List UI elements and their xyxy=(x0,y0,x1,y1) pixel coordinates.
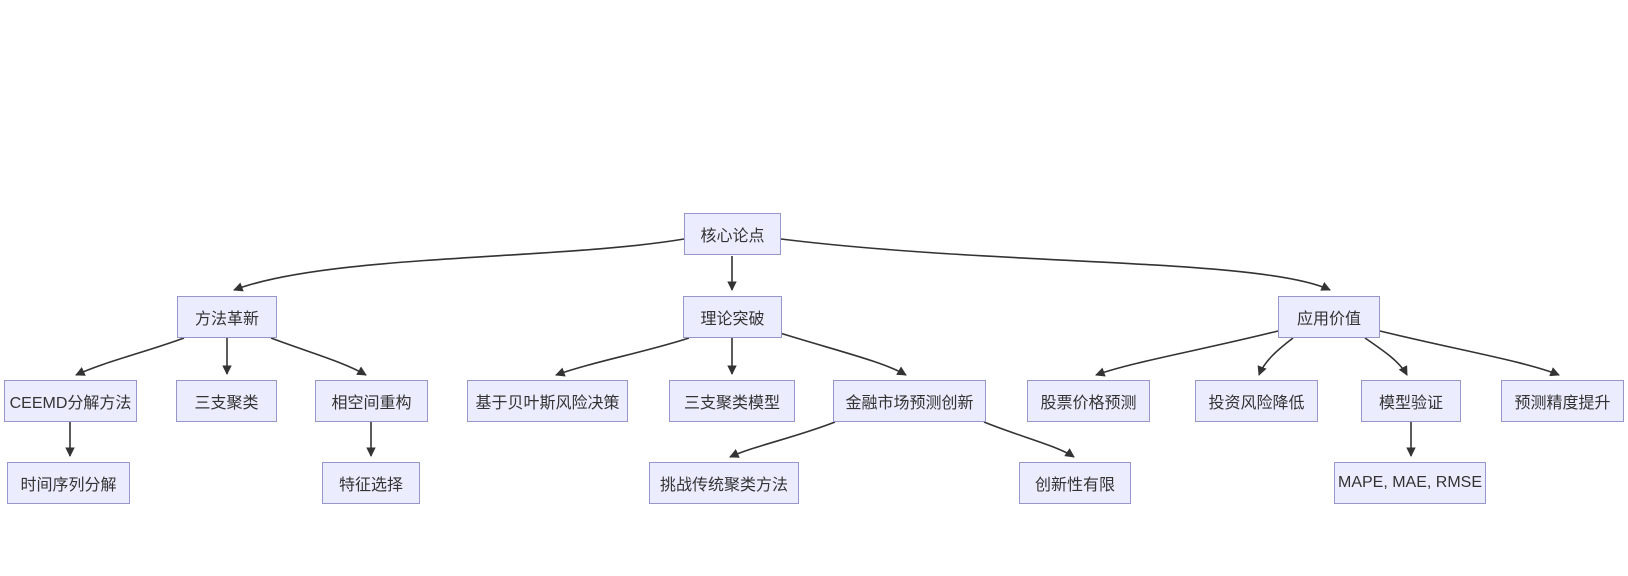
node-phase-space-reconstruction: 相空间重构 xyxy=(315,380,428,422)
edge-application-to-stock-prediction xyxy=(1095,330,1279,377)
node-limited-innovation: 创新性有限 xyxy=(1019,462,1131,504)
edge-application-to-risk-reduction xyxy=(1257,337,1294,376)
node-time-series-decomposition: 时间序列分解 xyxy=(7,462,130,504)
edge-core-to-application-value xyxy=(780,238,1331,291)
node-financial-market-innovation: 金融市场预测创新 xyxy=(833,380,986,422)
edge-financial-to-challenge-clustering xyxy=(729,421,836,458)
node-application-value: 应用价值 xyxy=(1278,296,1380,338)
edge-application-to-accuracy xyxy=(1379,330,1560,377)
node-metrics: MAPE, MAE, RMSE xyxy=(1334,462,1486,504)
node-investment-risk-reduction: 投资风险降低 xyxy=(1195,380,1318,422)
node-feature-selection: 特征选择 xyxy=(322,462,420,504)
edge-theory-to-financial-innovation xyxy=(779,332,907,376)
edge-financial-to-limited-innovation xyxy=(983,421,1075,458)
node-stock-price-prediction: 股票价格预测 xyxy=(1027,380,1150,422)
node-prediction-accuracy: 预测精度提升 xyxy=(1501,380,1624,422)
edge-method-to-phase-space xyxy=(270,337,367,376)
node-model-validation: 模型验证 xyxy=(1361,380,1461,422)
edge-theory-to-bayesian xyxy=(555,337,690,377)
node-theory-breakthrough: 理论突破 xyxy=(683,296,782,338)
node-three-way-clustering: 三支聚类 xyxy=(176,380,277,422)
node-three-way-clustering-model: 三支聚类模型 xyxy=(669,380,795,422)
node-method-innovation: 方法革新 xyxy=(177,296,277,338)
node-challenge-traditional-clustering: 挑战传统聚类方法 xyxy=(649,462,799,504)
node-core-thesis: 核心论点 xyxy=(684,213,781,255)
node-ceemd-decomposition: CEEMD分解方法 xyxy=(4,380,137,422)
edge-application-to-model-validation xyxy=(1364,337,1408,376)
edge-core-to-method-innovation xyxy=(233,238,685,292)
node-bayesian-risk-decision: 基于贝叶斯风险决策 xyxy=(467,380,628,422)
edge-method-to-ceemd xyxy=(75,337,185,376)
